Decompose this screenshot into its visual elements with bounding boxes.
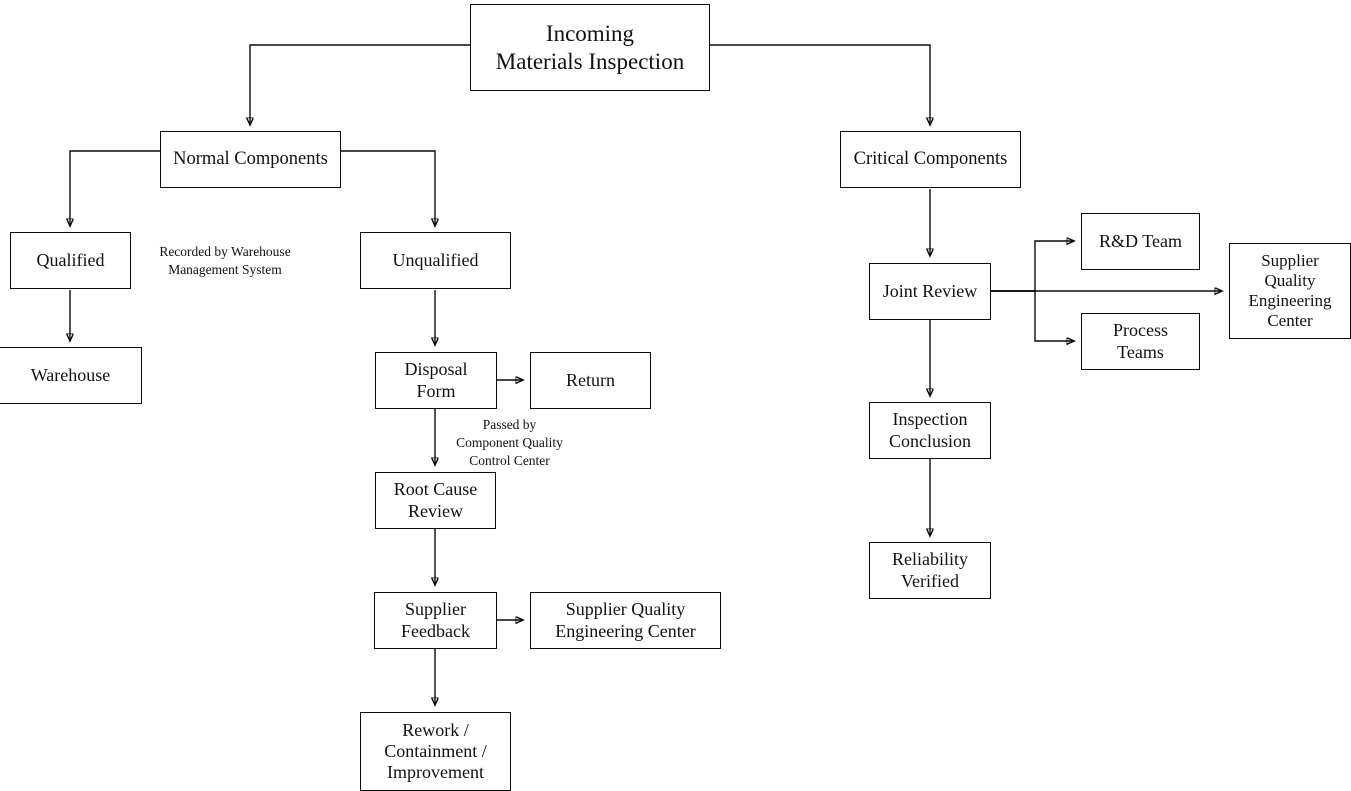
- node-unqualified[interactable]: Unqualified: [360, 232, 511, 289]
- edge-label-passed-by-component-quality-control-center: Passed by Component Quality Control Cent…: [456, 417, 563, 468]
- node-root-cause-review[interactable]: Root Cause Review: [375, 472, 496, 529]
- node-critical-components[interactable]: Critical Components: [840, 131, 1021, 188]
- node-incoming-materials-inspection[interactable]: Incoming Materials Inspection: [470, 4, 710, 91]
- node-normal-components[interactable]: Normal Components: [160, 131, 341, 188]
- node-rework-containment-improvement[interactable]: Rework / Containment / Improvement: [360, 712, 511, 791]
- node-reliability-verified[interactable]: Reliability Verified: [869, 542, 991, 599]
- node-rd-team[interactable]: R&D Team: [1081, 213, 1200, 270]
- node-supplier-quality-engineering-center-middle[interactable]: Supplier Quality Engineering Center: [530, 592, 721, 649]
- node-inspection-conclusion[interactable]: Inspection Conclusion: [869, 402, 991, 459]
- node-qualified[interactable]: Qualified: [10, 232, 131, 289]
- node-supplier-quality-engineering-center-right[interactable]: Supplier Quality Engineering Center: [1229, 243, 1351, 339]
- node-return[interactable]: Return: [530, 352, 651, 409]
- node-supplier-feedback[interactable]: Supplier Feedback: [374, 592, 497, 649]
- node-joint-review[interactable]: Joint Review: [869, 263, 991, 320]
- node-disposal-form[interactable]: Disposal Form: [375, 352, 497, 409]
- node-process-teams[interactable]: Process Teams: [1081, 313, 1200, 370]
- edge-label-recorded-by-warehouse-management-system: Recorded by Warehouse Management System: [159, 244, 291, 277]
- node-warehouse[interactable]: Warehouse: [0, 347, 142, 404]
